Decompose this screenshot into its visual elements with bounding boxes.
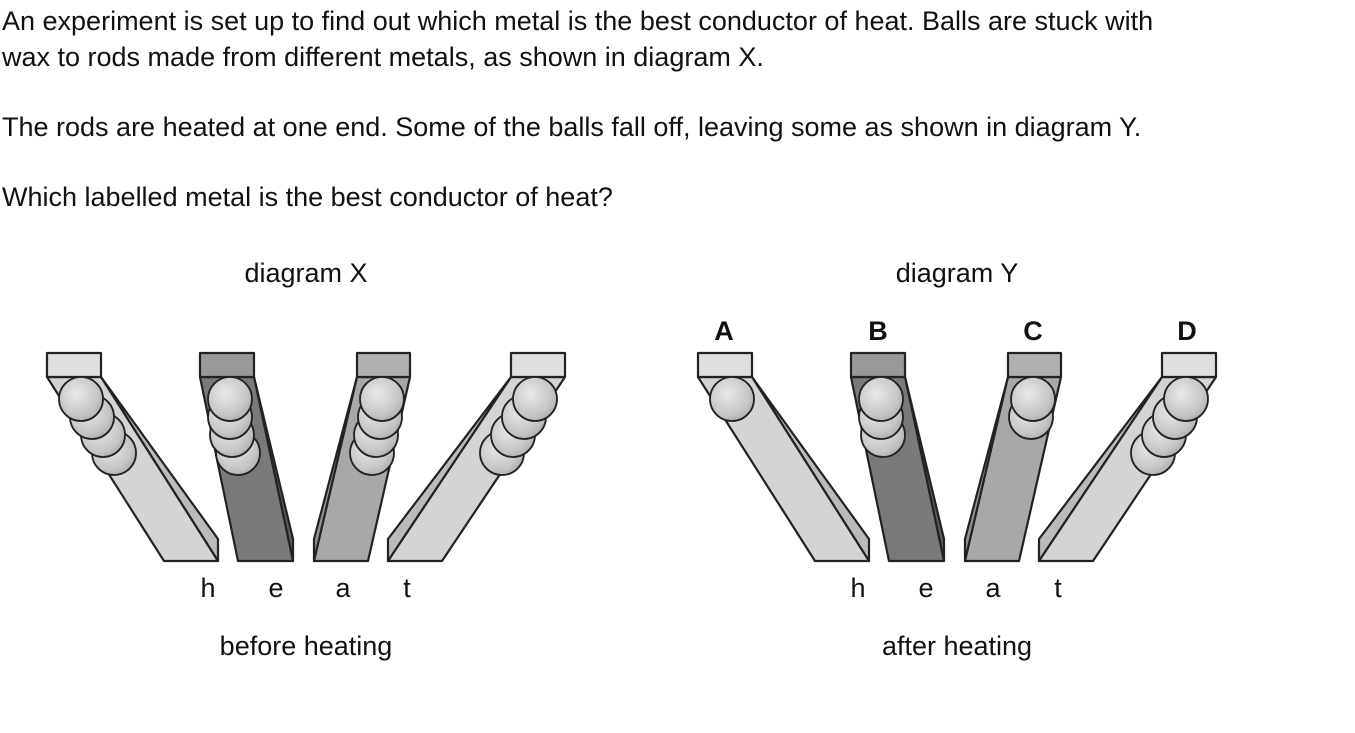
diagram-x: diagram X h e a t before heating	[45, 258, 567, 661]
rod-cap	[1160, 351, 1218, 379]
heat-letter-h: h	[200, 573, 215, 603]
heat-letter-e: e	[268, 573, 283, 603]
heat-letter-t: t	[1054, 573, 1062, 603]
diagram-x-caption: before heating	[220, 631, 393, 661]
heat-letter-a: a	[985, 573, 1001, 603]
diagram-x-rod-2	[198, 351, 295, 563]
rod-cap	[198, 351, 256, 379]
diagram-y-caption: after heating	[882, 631, 1032, 661]
question-intro: An experiment is set up to find out whic…	[2, 3, 1153, 75]
question-procedure: The rods are heated at one end. Some of …	[2, 112, 1142, 142]
diagram-x-title: diagram X	[244, 258, 367, 288]
rod-label-d: D	[1177, 316, 1197, 346]
diagram-x-rod-3	[312, 351, 412, 563]
diagram-y: diagram Y A B C D h e a t after heating	[696, 258, 1218, 661]
rod-cap	[509, 351, 567, 379]
heat-letter-e: e	[918, 573, 933, 603]
rod-cap	[45, 351, 103, 379]
rod-label-c: C	[1023, 316, 1043, 346]
heat-letter-h: h	[850, 573, 865, 603]
wax-ball	[58, 376, 104, 422]
diagram-y-rod-3	[963, 351, 1063, 563]
question-prompt: Which labelled metal is the best conduct…	[2, 182, 613, 212]
rod-cap	[1006, 351, 1063, 379]
question-line-2: wax to rods made from different metals, …	[2, 42, 764, 72]
wax-ball	[858, 376, 904, 422]
heat-letter-a: a	[335, 573, 351, 603]
wax-ball	[709, 376, 755, 422]
rod-label-a: A	[714, 316, 734, 346]
rod-label-b: B	[868, 316, 888, 346]
rod-cap	[355, 351, 412, 379]
wax-ball	[1163, 376, 1209, 422]
diagram-x-rods	[45, 351, 567, 563]
wax-ball	[207, 376, 253, 422]
heat-letter-t: t	[403, 573, 411, 603]
question-line-1: An experiment is set up to find out whic…	[2, 6, 1154, 36]
diagram-x-rod-1	[45, 351, 220, 563]
diagram-y-title: diagram Y	[896, 258, 1019, 288]
wax-ball	[359, 376, 405, 422]
rod-cap	[696, 351, 754, 379]
diagram-y-rod-4	[1037, 351, 1218, 563]
diagram-y-rod-2	[849, 351, 946, 563]
rod-cap	[849, 351, 907, 379]
diagram-x-rod-4	[386, 351, 567, 563]
diagram-y-rod-1	[696, 351, 871, 563]
diagram-y-rods	[696, 351, 1218, 563]
wax-ball	[512, 376, 558, 422]
wax-ball	[1010, 376, 1056, 422]
